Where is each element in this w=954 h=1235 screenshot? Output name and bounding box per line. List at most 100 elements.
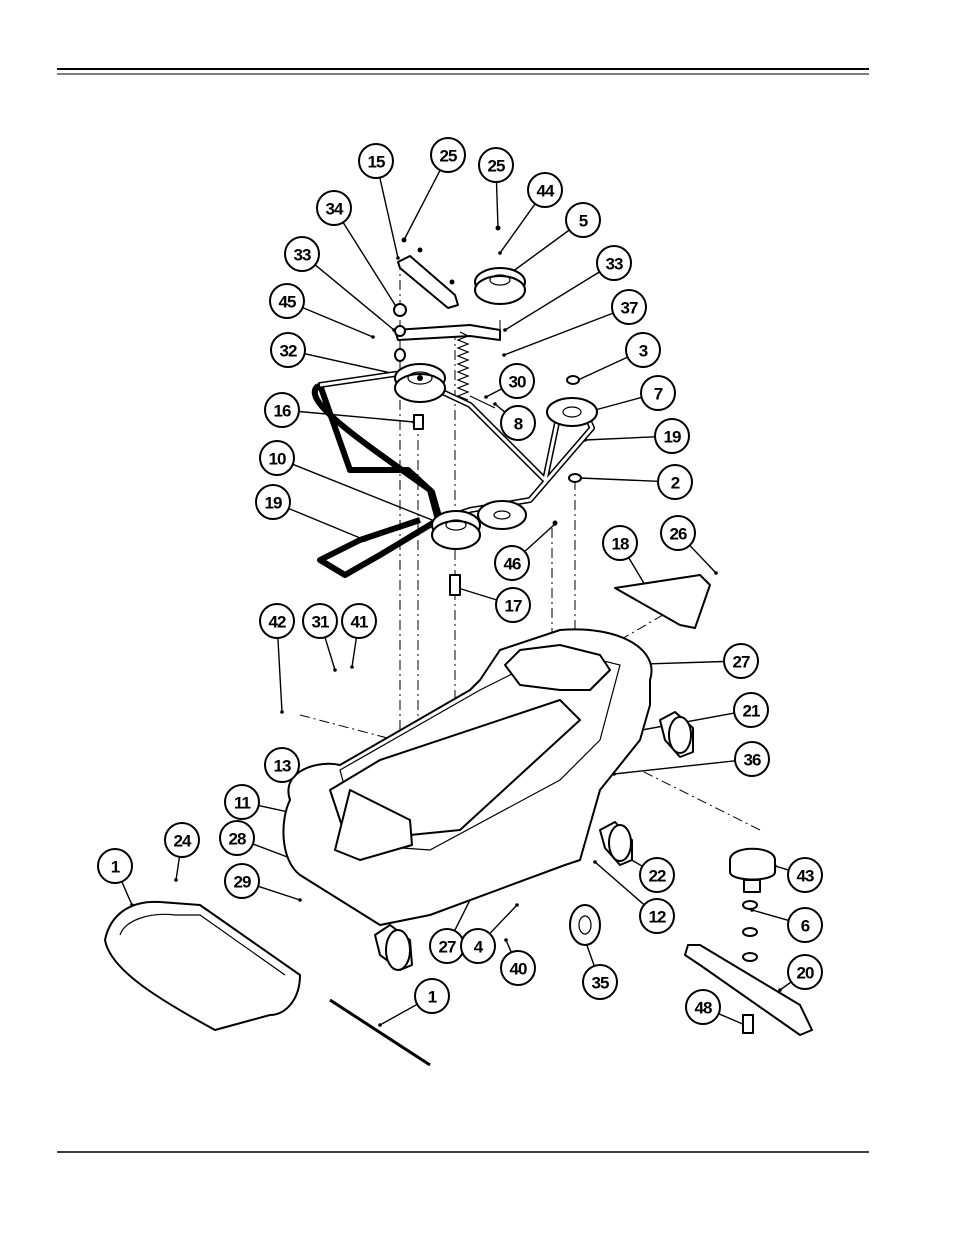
callout-circle [565,202,601,238]
callout-balloon: 41 [341,603,377,639]
callout-label: 22 [649,867,666,886]
pulley-10 [431,510,481,550]
callout-label: 3 [639,342,648,361]
callout-label: 13 [274,757,291,776]
callout-balloon: 19 [255,484,291,520]
callout-circle [734,741,770,777]
callout-label: 37 [621,299,638,318]
callout-label: 44 [537,182,555,201]
leader-tip [333,668,337,672]
callout-label: 32 [280,342,297,361]
callout-label: 19 [265,494,282,513]
callout-circle [255,484,291,520]
leader-line [524,523,556,553]
callout-circle [723,643,759,679]
caster-wheel-center [599,821,633,866]
callout-label: 28 [229,830,246,849]
callout-circle [259,440,295,476]
callout-circle [582,964,618,1000]
leader-tip [280,710,284,714]
callout-label: 12 [649,908,666,927]
callout-label: 42 [269,613,286,632]
leader-line [277,637,283,713]
spindle-assembly [729,847,776,962]
callout-circle [219,820,255,856]
callout-circle [460,928,496,964]
callout-balloon: 31 [302,603,338,639]
leader-line [499,203,536,254]
callout-circle [611,289,647,325]
callout-balloon: 22 [639,857,675,893]
callout-balloon: 15 [358,143,394,179]
leader-line [302,306,374,338]
callout-label: 17 [505,597,522,616]
leader-line [403,169,441,241]
callout-label: 43 [797,867,814,886]
leader-tip [298,898,302,902]
callout-balloon: 25 [430,137,466,173]
callout-balloon: 44 [527,172,563,208]
callout-label: 20 [797,964,814,983]
callout-circle [787,954,823,990]
callout-balloon: 48 [685,989,721,1025]
leader-line [505,939,512,953]
callout-label: 34 [326,200,344,219]
callout-label: 21 [743,702,760,721]
callout-balloon: 33 [284,236,320,272]
leader-line [689,544,717,574]
callout-circle [264,747,300,783]
leader-line [594,861,645,906]
leader-tip [350,665,354,669]
callout-label: 27 [733,653,750,672]
callout-balloon: 28 [219,820,255,856]
pulley-32 [394,363,446,403]
callout-balloon: 26 [660,515,696,551]
callout-balloon: 27 [723,643,759,679]
callout-balloon: 43 [787,857,823,893]
leader-line [252,843,291,859]
spring [456,331,496,409]
callout-circle [787,907,823,943]
leader-tip [503,328,507,332]
callout-circle [430,137,466,173]
leader-line [351,637,358,668]
callout-balloon: 4 [460,928,496,964]
callout-circle [97,848,133,884]
callout-circle [341,603,377,639]
callout-label: 10 [269,450,286,469]
leader-line [304,353,401,376]
callout-balloon: 1 [414,978,450,1014]
pulley-7 [546,397,598,427]
callout-circle [358,143,394,179]
callout-circle [527,172,563,208]
leader-line [504,271,600,331]
callout-balloon: 12 [639,898,675,934]
callout-circle [500,950,536,986]
leader-line [751,909,789,922]
leader-line [457,587,498,601]
callout-balloon: 34 [316,190,352,226]
callout-circle [269,283,305,319]
leader-line [485,388,503,398]
idler-arm [393,255,501,341]
callout-circle [685,989,721,1025]
leader-line [379,1003,418,1026]
pulley-deck-right [477,500,527,530]
callout-label: 4 [474,938,484,957]
callout-circle [500,405,536,441]
callout-balloon: 40 [500,950,536,986]
callout-circle [284,236,320,272]
gauge-wheel-35 [569,904,601,946]
callout-label: 26 [670,525,687,544]
callout-balloon: 20 [787,954,823,990]
leader-line [292,463,438,523]
callout-balloon: 6 [787,907,823,943]
caster-wheel-right [659,711,694,758]
callout-label: 1 [428,988,437,1007]
callout-circle [640,375,676,411]
pulley-idler-top [474,267,526,305]
callout-label: 25 [488,157,505,176]
callout-label: 19 [664,428,681,447]
callout-balloon: 3 [625,332,661,368]
leader-line [342,222,398,309]
